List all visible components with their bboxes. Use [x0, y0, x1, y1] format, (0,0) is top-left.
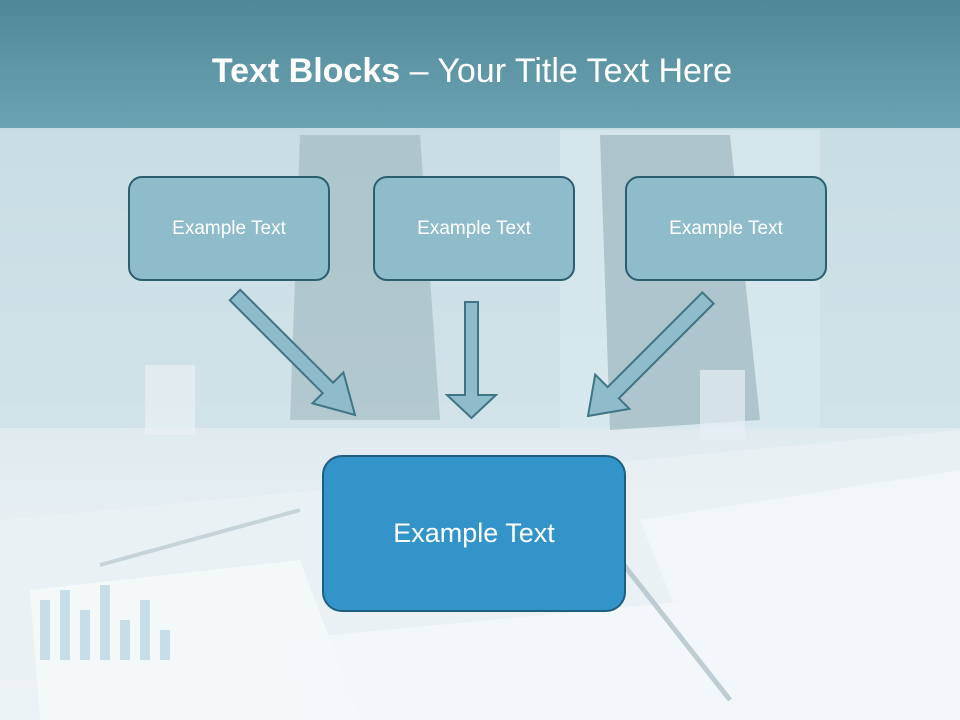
arrow-down-left-icon [586, 290, 716, 418]
title-bold: Text Blocks [211, 52, 401, 90]
text-block-2: Example Text [373, 176, 575, 281]
title-rest: Your Title Text Here [437, 52, 733, 90]
text-block-3: Example Text [625, 176, 827, 281]
title-band [0, 0, 960, 128]
center-text-block: Example Text [322, 455, 626, 612]
slide-title: Text Blocks – Your Title Text Here [0, 52, 944, 91]
arrow-down-icon [444, 301, 499, 420]
arrow-down-right-icon [228, 288, 357, 417]
text-block-1: Example Text [128, 176, 330, 281]
title-dash: – [400, 52, 438, 90]
